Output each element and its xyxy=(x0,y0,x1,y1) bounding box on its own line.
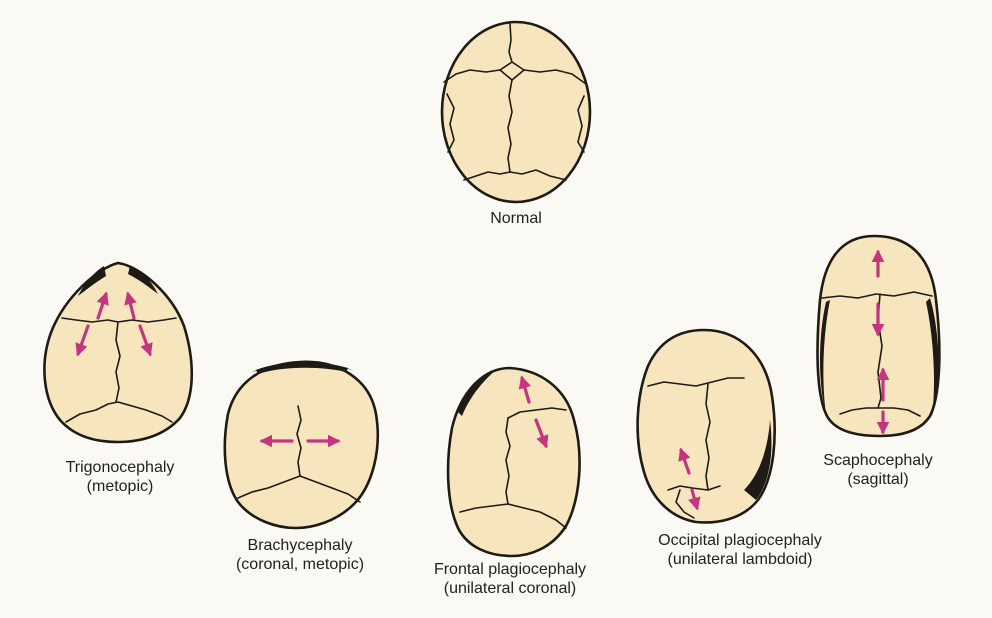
label-brachycephaly-line-2: (coronal, metopic) xyxy=(236,555,364,574)
label-frontal-plagiocephaly: Frontal plagiocephaly (unilateral corona… xyxy=(434,560,586,598)
skull-normal xyxy=(442,22,590,202)
label-scaphocephaly: Scaphocephaly (sagittal) xyxy=(823,451,932,489)
label-normal: Normal xyxy=(490,209,542,228)
label-frontal-plagiocephaly-line-1: Frontal plagiocephaly xyxy=(434,560,586,579)
skull-scaphocephaly xyxy=(818,236,940,436)
label-normal-line-1: Normal xyxy=(490,209,542,228)
label-brachycephaly: Brachycephaly (coronal, metopic) xyxy=(236,536,364,574)
label-occipital-plagiocephaly: Occipital plagiocephaly (unilateral lamb… xyxy=(658,531,822,569)
skull-occipital-plagiocephaly xyxy=(638,330,775,522)
label-frontal-plagiocephaly-line-2: (unilateral coronal) xyxy=(434,579,586,598)
label-occipital-plagiocephaly-line-1: Occipital plagiocephaly xyxy=(658,531,822,550)
label-trigonocephaly: Trigonocephaly (metopic) xyxy=(66,458,175,496)
label-brachycephaly-line-1: Brachycephaly xyxy=(236,536,364,555)
label-trigonocephaly-line-2: (metopic) xyxy=(66,477,175,496)
skull-trigonocephaly xyxy=(44,263,191,442)
label-scaphocephaly-line-2: (sagittal) xyxy=(823,470,932,489)
label-trigonocephaly-line-1: Trigonocephaly xyxy=(66,458,175,477)
skull-brachycephaly xyxy=(225,362,378,528)
label-scaphocephaly-line-1: Scaphocephaly xyxy=(823,451,932,470)
skull-frontal-plagiocephaly xyxy=(448,368,579,556)
label-occipital-plagiocephaly-line-2: (unilateral lambdoid) xyxy=(658,550,822,569)
